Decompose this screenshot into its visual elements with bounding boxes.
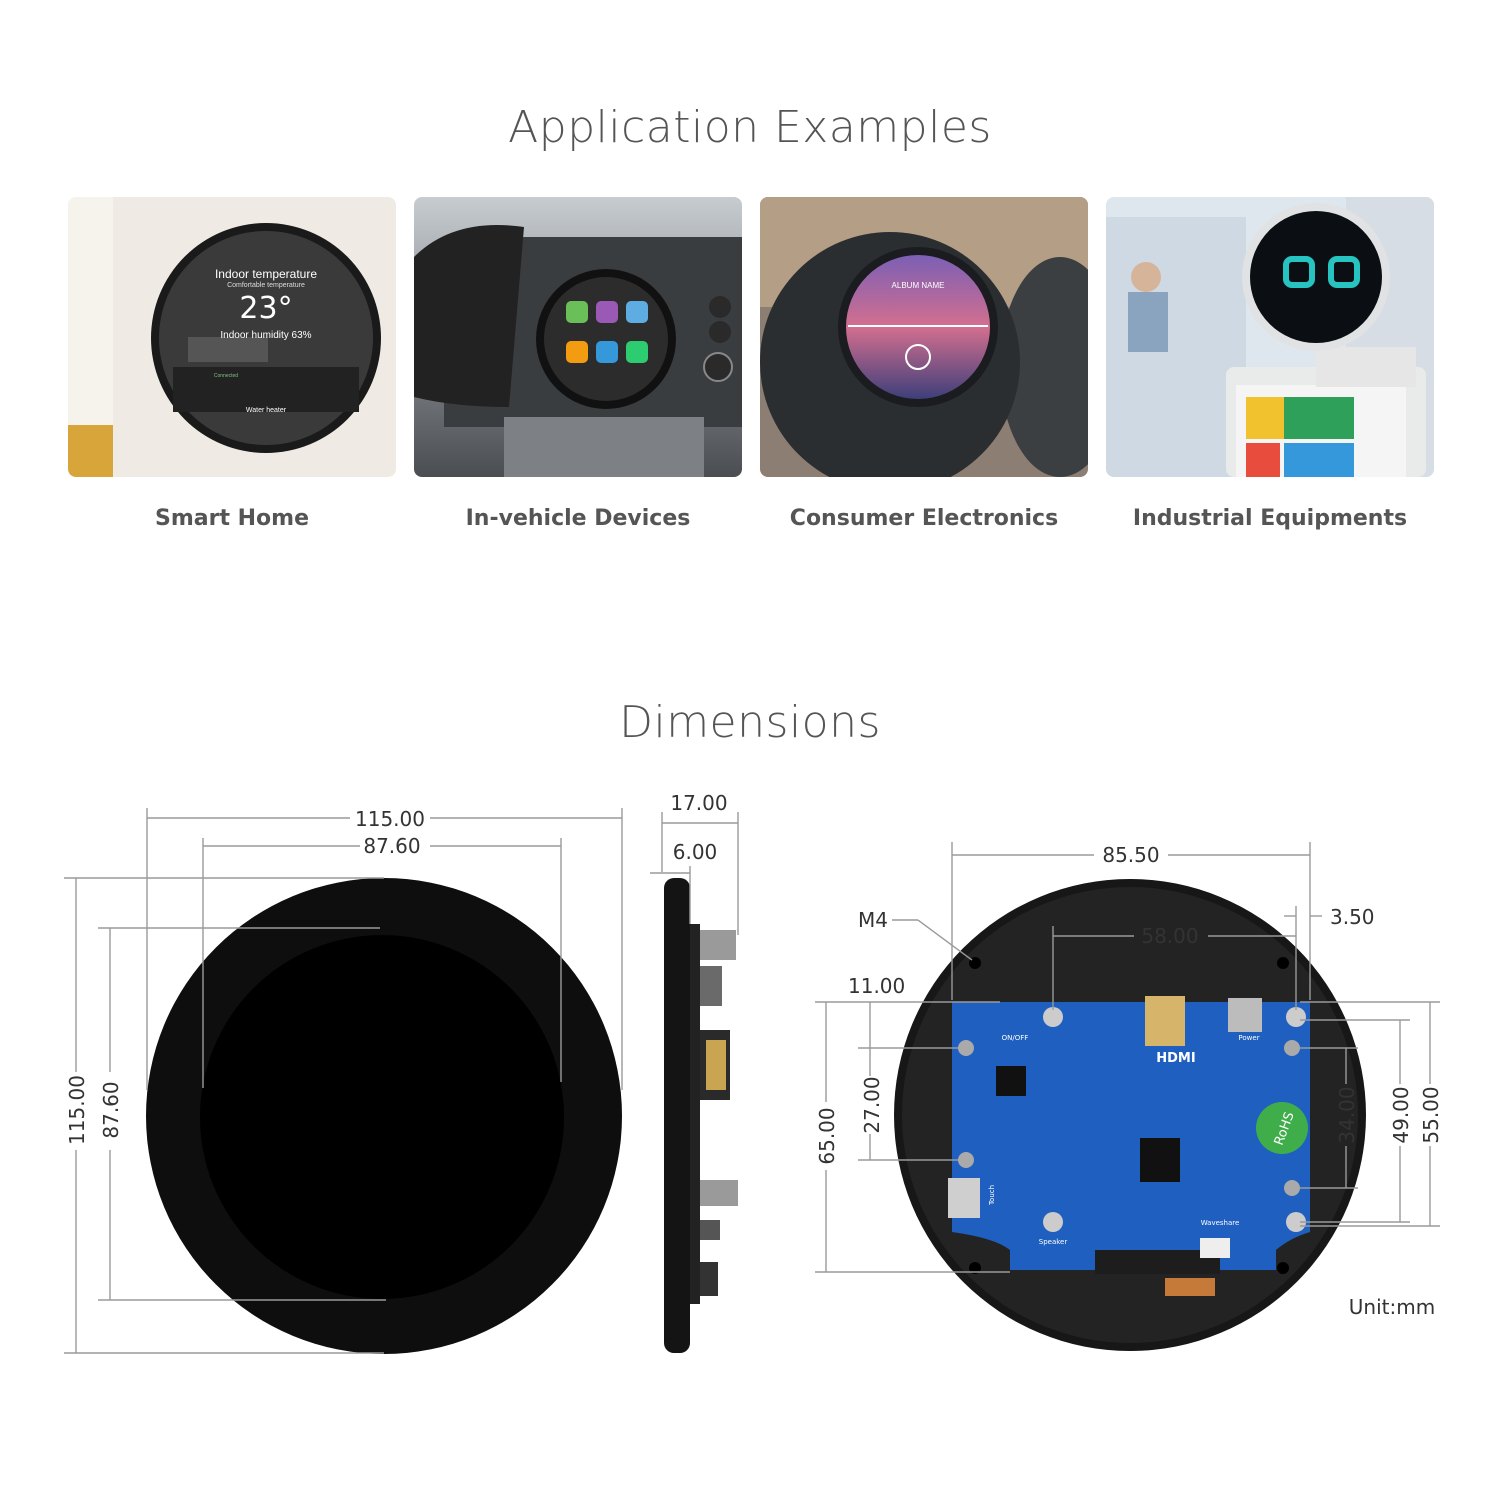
consumer-electronics-image: ALBUM NAME xyxy=(760,197,1088,477)
dimensions-title: Dimensions xyxy=(619,697,881,748)
front-inner-width: 87.60 xyxy=(363,834,420,858)
hole-size: M4 xyxy=(858,908,888,932)
side-depth: 17.00 xyxy=(670,791,727,815)
front-view xyxy=(64,808,623,1354)
right-hole-spacing: 34.00 xyxy=(1335,1086,1359,1143)
thermostat-status: Connected xyxy=(213,373,239,379)
thermostat-humidity: Indoor humidity 63% xyxy=(220,330,312,341)
edge-offset: 3.50 xyxy=(1330,905,1375,929)
caption-in-vehicle: In-vehicle Devices xyxy=(465,506,691,531)
thermostat-title: Indoor temperature xyxy=(214,267,318,281)
board-label-power: Power xyxy=(1238,1034,1259,1042)
board-label-hdmi: HDMI xyxy=(1156,1051,1195,1066)
applications-title: Application Examples xyxy=(508,102,992,153)
board-label-touch: Touch xyxy=(988,1185,996,1206)
in-vehicle-image xyxy=(414,197,742,477)
top-offset: 11.00 xyxy=(848,974,905,998)
outer-hole-spacing: 55.00 xyxy=(1419,1086,1443,1143)
industrial-image xyxy=(1106,197,1434,477)
left-hole-spacing: 27.00 xyxy=(860,1076,884,1133)
back-view xyxy=(815,842,1440,1351)
smart-home-image: Indoor temperature Comfortable temperatu… xyxy=(68,197,396,477)
caption-smart-home: Smart Home xyxy=(154,506,309,531)
caption-consumer-electronics: Consumer Electronics xyxy=(789,506,1059,531)
thermostat-subtitle: Comfortable temperature xyxy=(227,282,305,289)
caption-industrial: Industrial Equipments xyxy=(1132,506,1408,531)
thermostat-device: Water heater xyxy=(245,407,287,414)
album-name: ALBUM NAME xyxy=(891,281,945,290)
side-thickness: 6.00 xyxy=(673,840,718,864)
front-outer-height: 115.00 xyxy=(65,1075,89,1145)
board-label-brand: Waveshare xyxy=(1201,1219,1240,1227)
front-inner-height: 87.60 xyxy=(99,1081,123,1138)
mid-hole-spacing: 49.00 xyxy=(1389,1086,1413,1143)
hole-spacing: 58.00 xyxy=(1141,924,1198,948)
board-height: 65.00 xyxy=(815,1107,839,1164)
board-width: 85.50 xyxy=(1102,843,1159,867)
board-label-speaker: Speaker xyxy=(1039,1238,1068,1246)
side-view xyxy=(650,812,739,1353)
front-outer-width: 115.00 xyxy=(355,807,425,831)
board-label-onoff: ON/OFF xyxy=(1002,1034,1029,1042)
unit-label: Unit:mm xyxy=(1349,1295,1435,1319)
thermostat-value: 23° xyxy=(239,291,293,326)
